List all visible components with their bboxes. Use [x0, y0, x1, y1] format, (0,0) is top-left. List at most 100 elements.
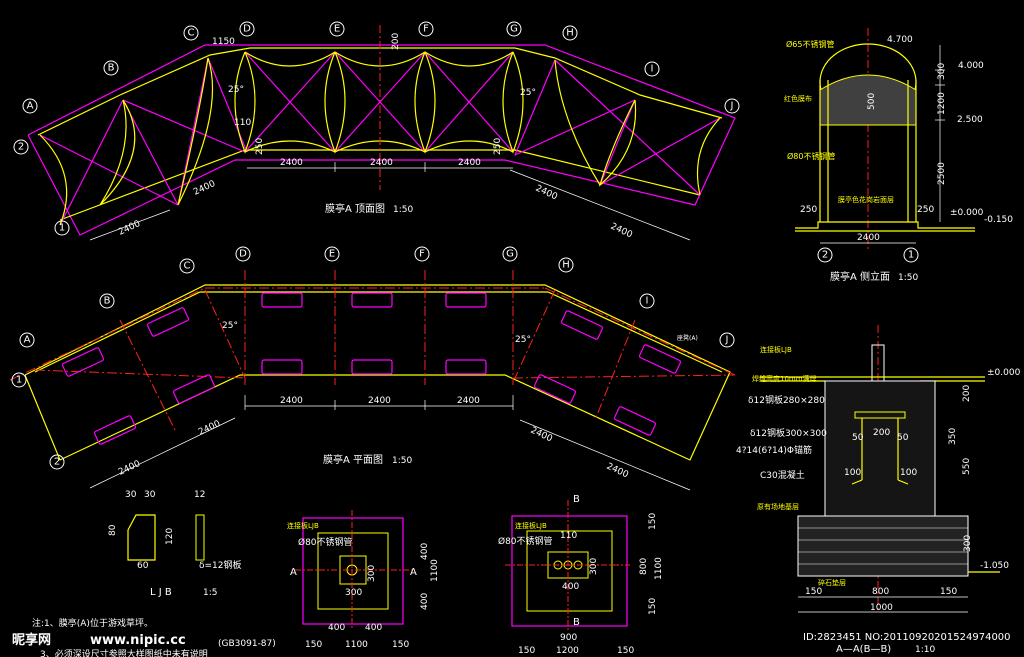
fb-mark-b-bottom: B — [573, 617, 580, 628]
fb-conn-plate: 连接板LJB — [515, 521, 547, 530]
side-elev-scale: 1:50 — [898, 273, 918, 283]
roof-row-1: 1 — [59, 223, 65, 234]
side-pipe65: Ø65不锈钢管 — [786, 39, 834, 49]
floor-plan: 2400 2400 2400 2400 2400 2400 2400 25° 2… — [9, 270, 736, 491]
fb-dim-1200: 1200 — [556, 646, 579, 656]
floor-dim-fg: 2400 — [457, 396, 480, 406]
floor-grid-a: A — [24, 335, 31, 346]
floor-plan-scale: 1:50 — [392, 456, 412, 466]
roof-grid-b: B — [108, 63, 115, 74]
sec-dim-200: 200 — [873, 428, 890, 438]
notes: 注:1、膜亭(A)位于游戏草坪。 (GB3091-87) 3、必须深设尺寸参照大… — [32, 617, 276, 657]
sec-dim-350: 350 — [948, 428, 958, 445]
sec-dim-1000: 1000 — [870, 603, 893, 613]
note-3: 3、必须深设尺寸参照大样图纸中未有说明 — [40, 648, 208, 657]
note-code: (GB3091-87) — [218, 639, 276, 649]
ljb-dim-30b: 30 — [144, 490, 156, 500]
roof-grid-a: A — [27, 101, 34, 112]
floor-plan-title: 膜亭A 平面图 — [323, 453, 383, 466]
sec-rebar: 4?14(6?14)Φ锚筋 — [736, 444, 812, 456]
side-row-1: 1 — [908, 250, 914, 261]
fb-dim-400: 400 — [562, 582, 579, 592]
fa-dim-150b: 150 — [392, 640, 409, 650]
side-dim-250-l: 250 — [800, 205, 817, 215]
sec-gravel: 原有场地基层 — [757, 502, 799, 511]
note-1: 注:1、膜亭(A)位于游戏草坪。 — [32, 617, 153, 629]
footing-plan-b: 连接板LJB Ø80不锈钢管 B B 400 110 900 1200 150 … — [498, 494, 664, 656]
fa-dim-1100v: 1100 — [430, 559, 440, 582]
side-dim-1200: 1200 — [937, 92, 947, 115]
fa-dim-400v: 400 — [420, 543, 430, 560]
ljb-dim-30a: 30 — [125, 490, 137, 500]
sec-dim-150-r: 150 — [940, 587, 957, 597]
floor-seat-note: 座凳(A) — [677, 334, 698, 342]
footing-plan-a: 连接板LJB Ø80不锈钢管 A A 300 400 400 1100 1100… — [287, 510, 440, 650]
roof-dim-de: 2400 — [280, 158, 303, 168]
floor-grid-b: B — [104, 296, 111, 307]
roof-angle-left: 25° — [228, 85, 244, 95]
fb-dim-150b: 150 — [617, 646, 634, 656]
floor-dim-gh: 2400 — [529, 426, 554, 445]
side-elevation: 4.700 4.000 2.500 ±0.000 -0.150 300 1200… — [784, 28, 1013, 283]
roof-dim-gh: 2400 — [534, 184, 559, 203]
roof-grid-h: H — [566, 28, 574, 39]
roof-dim-ef: 2400 — [370, 158, 393, 168]
fb-dim-900: 900 — [560, 633, 577, 643]
sec-dim-150-l: 150 — [805, 587, 822, 597]
roof-angle-right: 25° — [520, 88, 536, 98]
ljb-dim-60: 60 — [137, 561, 149, 571]
section-scale: 1:10 — [915, 645, 935, 655]
sec-conn-plate: 连接板LJB — [760, 345, 792, 354]
sec-dim-100-l: 100 — [844, 468, 861, 478]
fb-dim-300v: 300 — [589, 558, 599, 575]
ljb-dim-12: 12 — [194, 490, 205, 500]
fb-mark-b-top: B — [573, 494, 580, 505]
fa-dim-400b: 400 — [365, 623, 382, 633]
section-title: A—A(B—B) — [836, 644, 891, 655]
fa-pipe: Ø80不锈钢管 — [298, 536, 353, 548]
side-dim-300: 300 — [937, 63, 947, 80]
floor-grid-d: D — [239, 249, 247, 260]
roof-plan-scale: 1:50 — [393, 205, 413, 215]
fb-dim-150v2: 150 — [648, 598, 658, 615]
side-row-2: 2 — [822, 250, 828, 261]
fa-dim-300: 300 — [345, 588, 362, 598]
sec-dim-50-l: 50 — [852, 433, 864, 443]
fb-dim-800v: 800 — [639, 558, 649, 575]
roof-grid-e: E — [334, 24, 340, 35]
ljb-dim-120: 120 — [165, 528, 175, 545]
side-tile: 膜亭色花岗岩面层 — [838, 195, 894, 204]
side-pipe80: Ø80不锈钢管 — [787, 151, 835, 161]
ljb-dim-80: 80 — [108, 524, 118, 536]
roof-grid-j: J — [730, 101, 734, 112]
floor-grid-j: J — [725, 335, 729, 346]
roof-plan: 2400 2400 2400 2400 2400 2400 2400 1150 … — [27, 25, 736, 241]
roof-grid-i: I — [651, 64, 654, 75]
watermark-id: ID:2823451 NO:20110920201524974000 — [803, 632, 1011, 643]
watermark: 昵享网 www.nipic.cc ID:2823451 NO:201109202… — [12, 632, 1011, 648]
floor-dim-bc: 2400 — [197, 419, 222, 438]
floor-row-2: 2 — [54, 457, 60, 468]
floor-angle-right: 25° — [515, 335, 531, 345]
side-dim-500: 500 — [867, 93, 877, 110]
ljb-detail: 30 30 60 80 120 12 δ=12钢板 L J B 1:5 — [108, 490, 242, 598]
floor-grid-h: H — [562, 260, 570, 271]
sec-plate280: δ12钢板280×280 — [748, 394, 825, 406]
roof-grid-d: D — [243, 24, 251, 35]
fb-dim-150a: 150 — [518, 646, 535, 656]
sec-dim-800: 800 — [872, 587, 889, 597]
roof-grid-g: G — [510, 24, 518, 35]
roof-dim-250-l: 250 — [255, 138, 265, 155]
side-dim-250-r: 250 — [917, 205, 934, 215]
floor-dim-hi: 2400 — [605, 462, 630, 481]
elev-0: ±0.000 — [950, 208, 984, 218]
fb-dim-150v1: 150 — [648, 513, 658, 530]
sec-weld: 焊缝高度10mm满焊 — [752, 374, 817, 383]
floor-dim-ab: 2400 — [117, 459, 142, 478]
roof-row-2: 2 — [18, 142, 24, 153]
roof-plan-title: 膜亭A 顶面图 — [325, 202, 385, 215]
roof-dim-fg: 2400 — [458, 158, 481, 168]
sec-dim-50-r: 50 — [897, 433, 909, 443]
fb-dim-110: 110 — [560, 531, 577, 541]
